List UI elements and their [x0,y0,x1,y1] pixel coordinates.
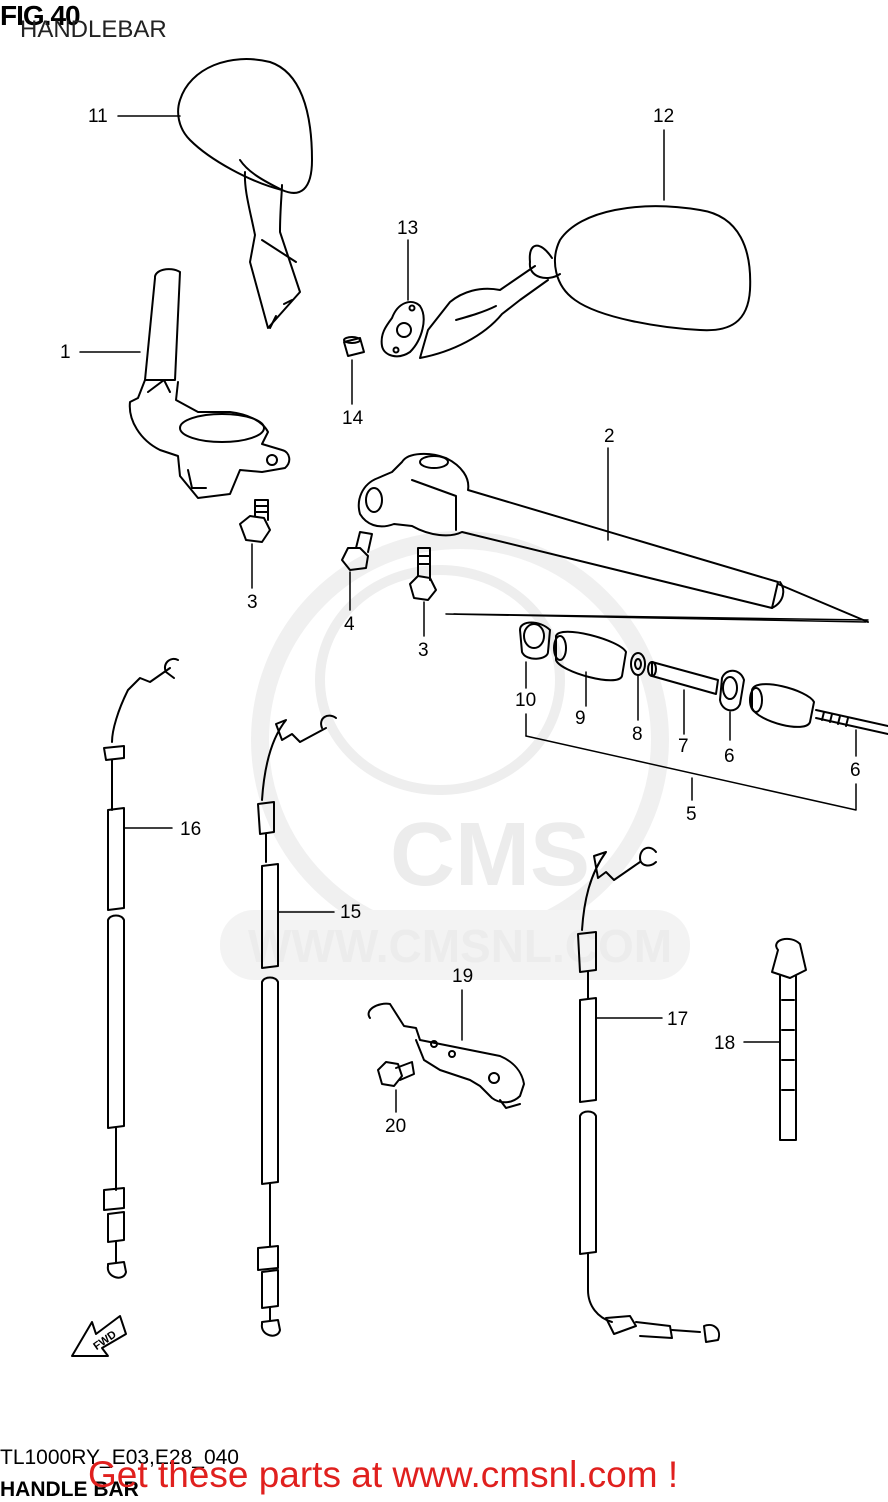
handlebar-right [357,452,869,623]
cable-17 [103,658,179,1279]
mirror-left [177,58,313,329]
watermark: CMS WWW.CMSNL.COM [220,531,690,980]
bolt-4 [341,531,373,571]
collar-11 [519,621,551,660]
label-assembly-5: 5 [686,804,697,825]
diagram-name: HANDLE BAR [0,1478,139,1501]
washer-9 [630,652,646,676]
label-19: 18 [714,1033,735,1054]
cable-18 [577,846,720,1343]
label-1: 1 [60,342,71,363]
cap-15 [343,336,365,357]
label-16: 15 [340,902,361,923]
label-2: 2 [604,426,615,447]
bolt-3a [239,499,271,543]
leader-lines [79,115,857,1113]
label-18: 17 [667,1009,688,1030]
label-3a: 3 [247,592,258,613]
label-14: 13 [397,218,418,239]
label-12: 11 [88,106,108,127]
mirror-plate [380,301,425,358]
bolt-21 [377,1061,415,1087]
bolt-3b [409,547,437,601]
label-7: 6 [724,746,735,767]
label-8: 7 [678,736,689,757]
part-labels: 11 12 13 14 1 2 3 4 3 10 9 8 7 6 6 5 5 1… [60,106,861,1353]
label-21: 20 [385,1116,406,1137]
weight-end [749,683,815,728]
cable-16 [257,714,337,1337]
label-17: 16 [180,819,201,840]
figure-title: FIG.40 [0,0,81,31]
mirror-right [419,205,752,359]
label-3b: 3 [418,640,429,661]
handlebar-left [128,268,291,499]
rod-8 [647,661,719,695]
label-4: 4 [344,614,355,635]
label-6: 6 [850,760,861,781]
label-10: 9 [575,708,586,729]
label-13: 12 [653,106,674,127]
figure-subtitle: HANDLEBAR [20,16,167,43]
label-20: 19 [452,966,473,987]
screw-6 [815,709,888,735]
collar-7 [719,669,745,712]
diagram-code: TL1000RY_E03,E28_040 [0,1446,239,1469]
cable-tie-19 [771,937,807,1141]
bracket-20 [367,1002,525,1109]
watermark-brand: CMS [390,805,590,905]
weight-10 [553,630,627,682]
cta-link[interactable]: Get these parts at www.cmsnl.com ! [88,1454,679,1495]
label-9: 8 [632,724,643,745]
fwd-arrow-icon [71,1315,127,1357]
watermark-url: WWW.CMSNL.COM [248,920,672,972]
label-11: 10 [515,690,536,711]
label-15: 14 [342,408,364,429]
